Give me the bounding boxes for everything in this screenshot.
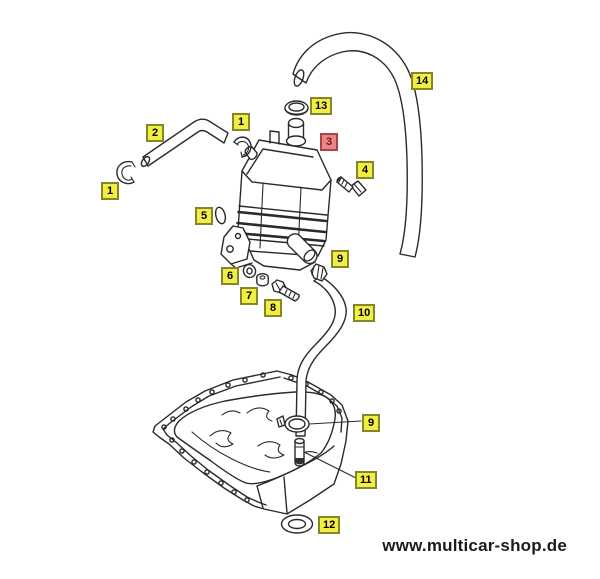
leader-lines: [303, 420, 362, 479]
seal-ring-drawing: [280, 514, 314, 534]
connector-fitting-drawing: [310, 263, 328, 282]
part-callout-6[interactable]: 6: [221, 267, 239, 285]
nut-drawing: [256, 273, 270, 287]
hose-clip-right-drawing: [233, 136, 252, 158]
cap-seal-drawing: [284, 100, 309, 116]
part-callout-4[interactable]: 4: [356, 161, 374, 179]
washer-drawing: [242, 263, 257, 279]
overflow-hose-drawing: [292, 31, 423, 258]
part-callout-12[interactable]: 12: [318, 516, 341, 534]
o-ring-drawing: [214, 206, 227, 225]
bolt-4-drawing: [336, 176, 367, 197]
part-callout-8[interactable]: 8: [264, 299, 282, 317]
part-callout-10[interactable]: 10: [353, 304, 376, 322]
part-callout-13[interactable]: 13: [310, 97, 333, 115]
part-callout-14[interactable]: 14: [411, 72, 434, 90]
part-callout-5[interactable]: 5: [195, 207, 213, 225]
part-callout-1-top[interactable]: 1: [232, 113, 250, 131]
part-callout-7[interactable]: 7: [240, 287, 258, 305]
part-callout-3[interactable]: 3: [320, 133, 338, 151]
hose-clip-left-drawing: [116, 160, 136, 185]
watermark-text: www.multicar-shop.de: [382, 536, 567, 555]
part-callout-2[interactable]: 2: [146, 124, 164, 142]
part-callout-9-pan[interactable]: 9: [362, 414, 380, 432]
part-callout-11[interactable]: 11: [355, 471, 377, 489]
bolt-8-drawing: [271, 279, 300, 302]
vent-hose-drawing: [140, 118, 229, 168]
drain-tube-drawing: [294, 437, 305, 467]
expansion-tank-drawing: [220, 117, 332, 271]
part-callout-9-mid[interactable]: 9: [331, 250, 349, 268]
part-callout-1-left[interactable]: 1: [101, 182, 119, 200]
